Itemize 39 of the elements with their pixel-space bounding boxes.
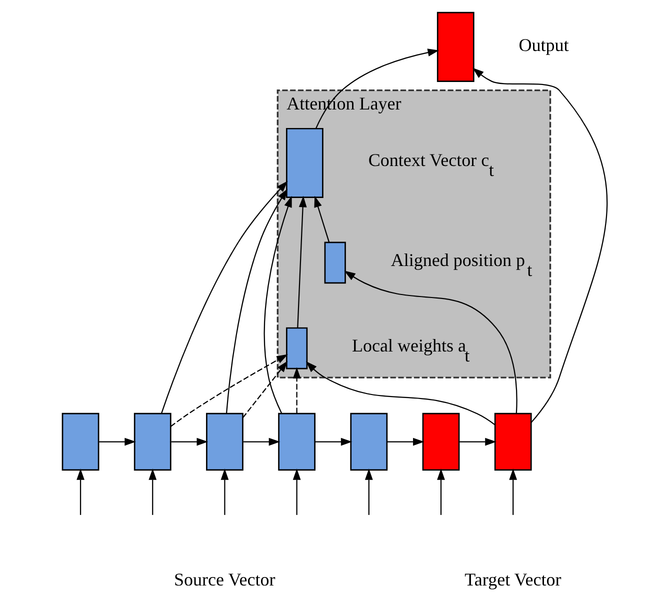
label: Source Vector <box>174 569 275 590</box>
node-box <box>61 412 99 471</box>
arrow <box>225 188 288 414</box>
node-box <box>350 412 388 471</box>
arrow <box>98 438 136 446</box>
arrow <box>472 68 608 423</box>
arrow <box>305 361 495 426</box>
arrow <box>170 354 288 427</box>
node-box <box>324 242 346 284</box>
node-label: Output <box>518 35 568 56</box>
arrow <box>292 367 300 414</box>
arrow <box>170 438 208 446</box>
arrow <box>314 48 439 129</box>
arrow <box>314 438 352 446</box>
node-box <box>422 412 460 471</box>
arrow <box>344 270 517 414</box>
arrow <box>242 438 280 446</box>
arrow <box>386 438 424 446</box>
label: Target Vector <box>464 569 561 590</box>
node-box <box>494 412 532 471</box>
node-box <box>206 412 243 471</box>
node-box <box>286 128 323 198</box>
arrow <box>263 196 292 414</box>
node-box <box>278 412 315 471</box>
arrow <box>508 468 517 515</box>
arrow <box>76 468 84 515</box>
arrow <box>364 468 372 515</box>
arrow <box>314 196 330 242</box>
arrow <box>160 180 288 414</box>
node-box <box>133 412 171 471</box>
arrow <box>148 468 156 515</box>
node-box <box>436 12 474 82</box>
node-box <box>286 327 308 370</box>
arrow <box>436 468 444 515</box>
arrow <box>242 360 288 418</box>
arrow <box>292 468 300 515</box>
arrow <box>296 196 306 328</box>
arrow <box>220 468 228 515</box>
arrow <box>459 438 496 446</box>
